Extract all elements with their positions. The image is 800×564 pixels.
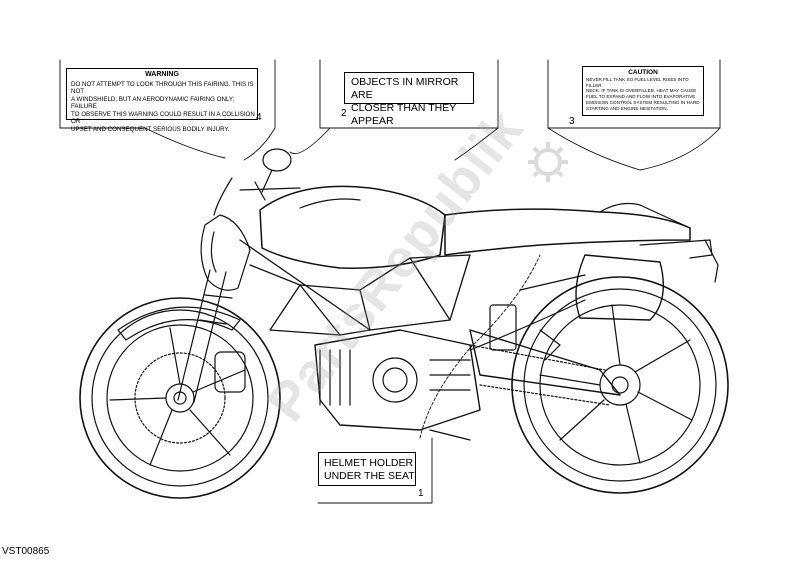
- decal-line: UPSET AND CONSEQUENT SERIOUS BODILY INJU…: [71, 125, 230, 133]
- helmet-holder-decal: HELMET HOLDER UNDER THE SEAT: [318, 452, 416, 486]
- decal-line: EMISSION CONTROL SYSTEM RESULTING IN HAR…: [586, 99, 700, 105]
- decal-line: UNDER THE SEAT: [324, 470, 415, 483]
- callout-number: 3: [569, 116, 575, 127]
- decal-line: STARTING AND ENGINE HESITATION.: [586, 105, 668, 111]
- decal-title: WARNING: [145, 71, 179, 78]
- callout-number: 1: [418, 488, 424, 499]
- decal-line: DO NOT ATTEMPT TO LOOK THROUGH THIS FAIR…: [71, 81, 254, 96]
- callout-number: 2: [341, 108, 347, 119]
- decal-line: FUEL TO EXPAND AND FLOW INTO EVAPORATIVE: [586, 94, 696, 100]
- rear-wheel: [511, 276, 729, 494]
- warning-fairing-decal: WARNING DO NOT ATTEMPT TO LOOK THROUGH T…: [66, 68, 258, 133]
- decal-line: OBJECTS IN MIRROR ARE: [351, 76, 459, 102]
- decal-line: CLOSER THAN THEY APPEAR: [351, 102, 457, 128]
- engine: [314, 304, 517, 431]
- trellis-frame: [239, 239, 471, 336]
- front-fork: [177, 269, 233, 403]
- callout-number: 4: [256, 112, 262, 123]
- decal-line: NEVER FILL TANK SO FUEL LEVEL RISES INTO…: [586, 77, 689, 88]
- decal-body: NEVER FILL TANK SO FUEL LEVEL RISES INTO…: [586, 77, 703, 111]
- decal-line: A WINDSHIELD, BUT AN AERODYNAMIC FAIRING…: [71, 95, 235, 111]
- drawing-code: VST00865: [2, 546, 50, 557]
- decal-title: CAUTION: [628, 69, 658, 76]
- front-wheel: [79, 297, 281, 499]
- decal-body: OBJECTS IN MIRROR ARE CLOSER THAN THEY A…: [351, 76, 473, 129]
- decal-line: TO OBSERVE THIS WARNING COULD RESULT IN …: [71, 110, 255, 126]
- decal-line: HELMET HOLDER: [324, 457, 414, 469]
- mirror-decal: OBJECTS IN MIRROR ARE CLOSER THAN THEY A…: [344, 72, 474, 127]
- decal-body: DO NOT ATTEMPT TO LOOK THROUGH THIS FAIR…: [71, 81, 257, 133]
- caution-fuel-decal: CAUTION NEVER FILL TANK SO FUEL LEVEL RI…: [582, 66, 704, 116]
- decal-body: HELMET HOLDER UNDER THE SEAT: [324, 457, 415, 483]
- decal-line: NECK. IF TANK IS OVERFILLED, HEAT MAY CA…: [586, 88, 697, 94]
